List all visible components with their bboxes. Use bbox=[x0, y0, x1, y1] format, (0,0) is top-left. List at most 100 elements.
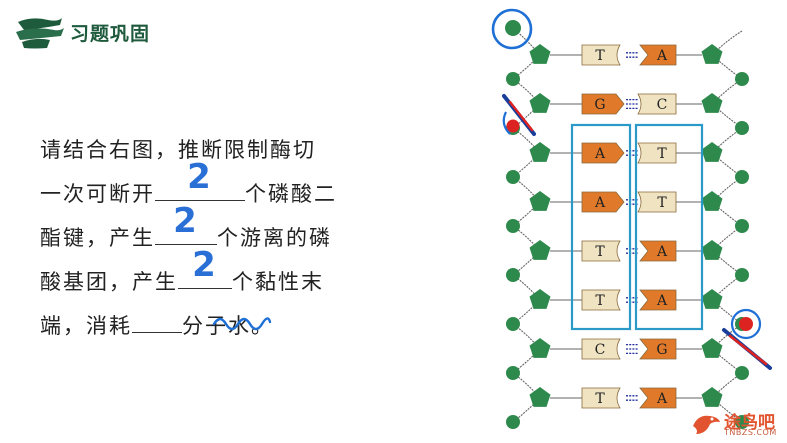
nucleotide-base-right bbox=[639, 387, 677, 409]
deoxyribose-sugar bbox=[701, 289, 723, 309]
deoxyribose-sugar bbox=[701, 191, 723, 211]
phosphate-node bbox=[735, 415, 749, 429]
highlight-box-left-strand bbox=[570, 123, 632, 331]
annotation-cut-stroke-left-red bbox=[508, 100, 534, 132]
deoxyribose-sugar bbox=[701, 387, 723, 407]
deoxyribose-sugar bbox=[529, 191, 551, 211]
phosphate-node bbox=[735, 366, 749, 380]
handwritten-answer-3: 2 bbox=[192, 245, 218, 285]
annotation-red-dot-left bbox=[506, 119, 520, 133]
annotation-red-dot-right bbox=[739, 317, 753, 331]
bird-logo-icon bbox=[693, 415, 720, 434]
deoxyribose-sugar bbox=[529, 387, 551, 407]
phosphate-node bbox=[735, 170, 749, 184]
deoxyribose-sugar bbox=[701, 338, 723, 358]
answer-blank-3[interactable]: 2 bbox=[178, 248, 232, 289]
phosphate-node bbox=[735, 121, 749, 135]
annotation-circle-top bbox=[491, 8, 533, 50]
deoxyribose-sugar bbox=[529, 93, 551, 113]
base-letter-right: T bbox=[657, 195, 667, 211]
base-letter-left: T bbox=[595, 391, 605, 407]
deoxyribose-sugar bbox=[529, 142, 551, 162]
page-title: 习题巩固 bbox=[70, 23, 151, 45]
question-line-1: 请结合右图，推断限制酶切 bbox=[40, 128, 400, 172]
dna-double-helix-diagram: T A G C A T A T T A T A C G T A bbox=[491, 8, 772, 429]
nucleotide-base-left bbox=[581, 142, 625, 164]
nucleotide-base-right bbox=[637, 191, 677, 213]
watermark-subtext: TNBZS.COM bbox=[724, 428, 777, 437]
nucleotide-base-right bbox=[637, 142, 677, 164]
question-line-2-post: 个磷酸二 bbox=[245, 182, 337, 206]
question-line-3: 酯键，产生 2 个游离的磷 bbox=[40, 204, 400, 260]
base-letter-left: A bbox=[594, 146, 606, 162]
nucleotide-base-left bbox=[581, 387, 621, 409]
base-letter-left: T bbox=[595, 244, 605, 260]
question-line-4: 酸基团，产生 2 个黏性末 bbox=[40, 248, 400, 304]
handwritten-answer-2: 2 bbox=[173, 201, 199, 241]
base-letter-right: A bbox=[656, 293, 668, 309]
phosphate-node bbox=[506, 268, 520, 282]
deoxyribose-sugar bbox=[701, 240, 723, 260]
phosphate-node bbox=[735, 268, 749, 282]
base-letter-left: G bbox=[594, 97, 605, 113]
watermark-text: 途鸟吧 bbox=[724, 413, 775, 433]
base-letter-left: T bbox=[595, 48, 605, 64]
answer-blank-2[interactable]: 2 bbox=[155, 204, 217, 245]
nucleotide-base-left bbox=[581, 240, 621, 262]
question-line-5: 端，消耗分子水。 bbox=[40, 304, 400, 348]
nucleotide-base-left bbox=[581, 191, 625, 213]
question-line-2-pre: 一次可断开 bbox=[40, 182, 155, 206]
highlight-box-right-strand bbox=[634, 123, 704, 331]
base-letter-left: T bbox=[595, 293, 605, 309]
phosphate-node bbox=[506, 317, 520, 331]
nucleotide-base-left bbox=[581, 289, 621, 311]
question-line-1-text: 请结合右图，推断限制酶切 bbox=[40, 138, 316, 162]
phosphate-node bbox=[505, 20, 521, 36]
base-letter-right: G bbox=[656, 342, 667, 358]
deoxyribose-sugar bbox=[529, 240, 551, 260]
handwritten-underline-squiggle bbox=[212, 317, 272, 331]
nucleotide-base-left bbox=[581, 93, 625, 115]
question-line-2: 一次可断开 2 个磷酸二 bbox=[40, 160, 400, 216]
phosphate-node bbox=[506, 366, 520, 380]
phosphate-node bbox=[506, 170, 520, 184]
answer-blank-4[interactable] bbox=[132, 306, 182, 333]
section-header: 习题巩固 bbox=[14, 12, 184, 52]
phosphate-node bbox=[506, 219, 520, 233]
deoxyribose-sugar bbox=[701, 142, 723, 162]
nucleotide-base-right bbox=[639, 338, 677, 360]
nucleotide-base-right bbox=[639, 44, 677, 66]
base-letter-right: T bbox=[657, 146, 667, 162]
base-letter-left: A bbox=[594, 195, 606, 211]
question-line-4-post: 个黏性末 bbox=[232, 270, 324, 294]
question-line-5-pre: 端，消耗 bbox=[40, 314, 132, 338]
question-line-3-pre: 酯键，产生 bbox=[40, 226, 155, 250]
deoxyribose-sugar bbox=[701, 93, 723, 113]
phosphate-node bbox=[506, 72, 520, 86]
handwritten-answer-1: 2 bbox=[187, 157, 213, 197]
brush-stroke-icon bbox=[16, 18, 64, 49]
deoxyribose-sugar bbox=[529, 338, 551, 358]
nucleotide-base-right bbox=[639, 240, 677, 262]
nucleotide-base-right bbox=[637, 93, 677, 115]
annotation-circle-right bbox=[730, 308, 762, 340]
backbone-left bbox=[512, 27, 541, 423]
phosphate-node bbox=[735, 72, 749, 86]
base-letter-right: A bbox=[656, 244, 668, 260]
base-letter-right: A bbox=[656, 48, 668, 64]
question-line-3-post: 个游离的磷 bbox=[217, 226, 332, 250]
phosphate-node bbox=[735, 219, 749, 233]
base-letter-right: C bbox=[657, 97, 668, 113]
deoxyribose-sugar bbox=[529, 289, 551, 309]
base-letter-right: A bbox=[656, 391, 668, 407]
base-letter-left: C bbox=[595, 342, 606, 358]
nucleotide-base-left bbox=[581, 44, 621, 66]
annotation-cut-stroke-right-red bbox=[728, 334, 768, 366]
phosphate-node bbox=[506, 415, 520, 429]
nucleotide-base-left bbox=[581, 338, 621, 360]
answer-blank-1[interactable]: 2 bbox=[155, 160, 245, 201]
question-line-4-pre: 酸基团，产生 bbox=[40, 270, 178, 294]
deoxyribose-sugar bbox=[529, 44, 551, 64]
annotation-arc-left bbox=[502, 111, 511, 135]
